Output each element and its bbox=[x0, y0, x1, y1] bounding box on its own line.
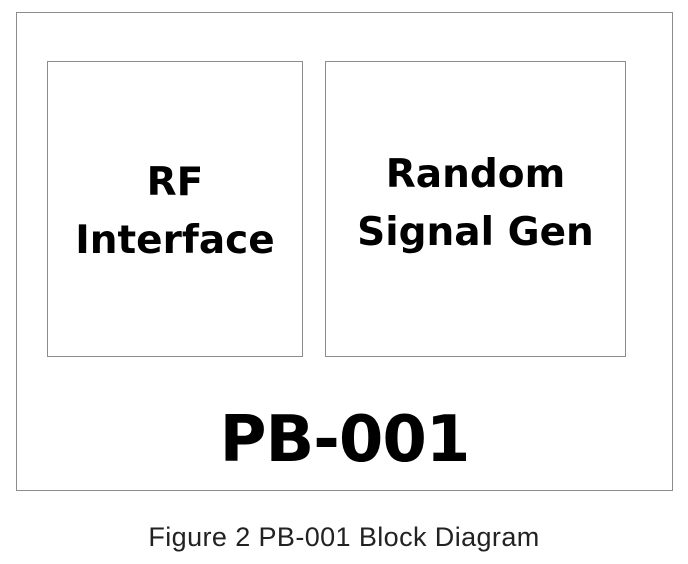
random-signal-gen-label: Random Signal Gen bbox=[357, 152, 594, 255]
pb-001-enclosure bbox=[16, 12, 673, 491]
rf-interface-block: RF Interface bbox=[47, 61, 303, 357]
random-signal-gen-block: Random Signal Gen bbox=[325, 61, 626, 357]
part-number-label: PB-001 bbox=[219, 403, 471, 477]
figure-caption: Figure 2 PB-001 Block Diagram bbox=[148, 522, 540, 552]
rf-interface-label: RF Interface bbox=[75, 160, 275, 263]
